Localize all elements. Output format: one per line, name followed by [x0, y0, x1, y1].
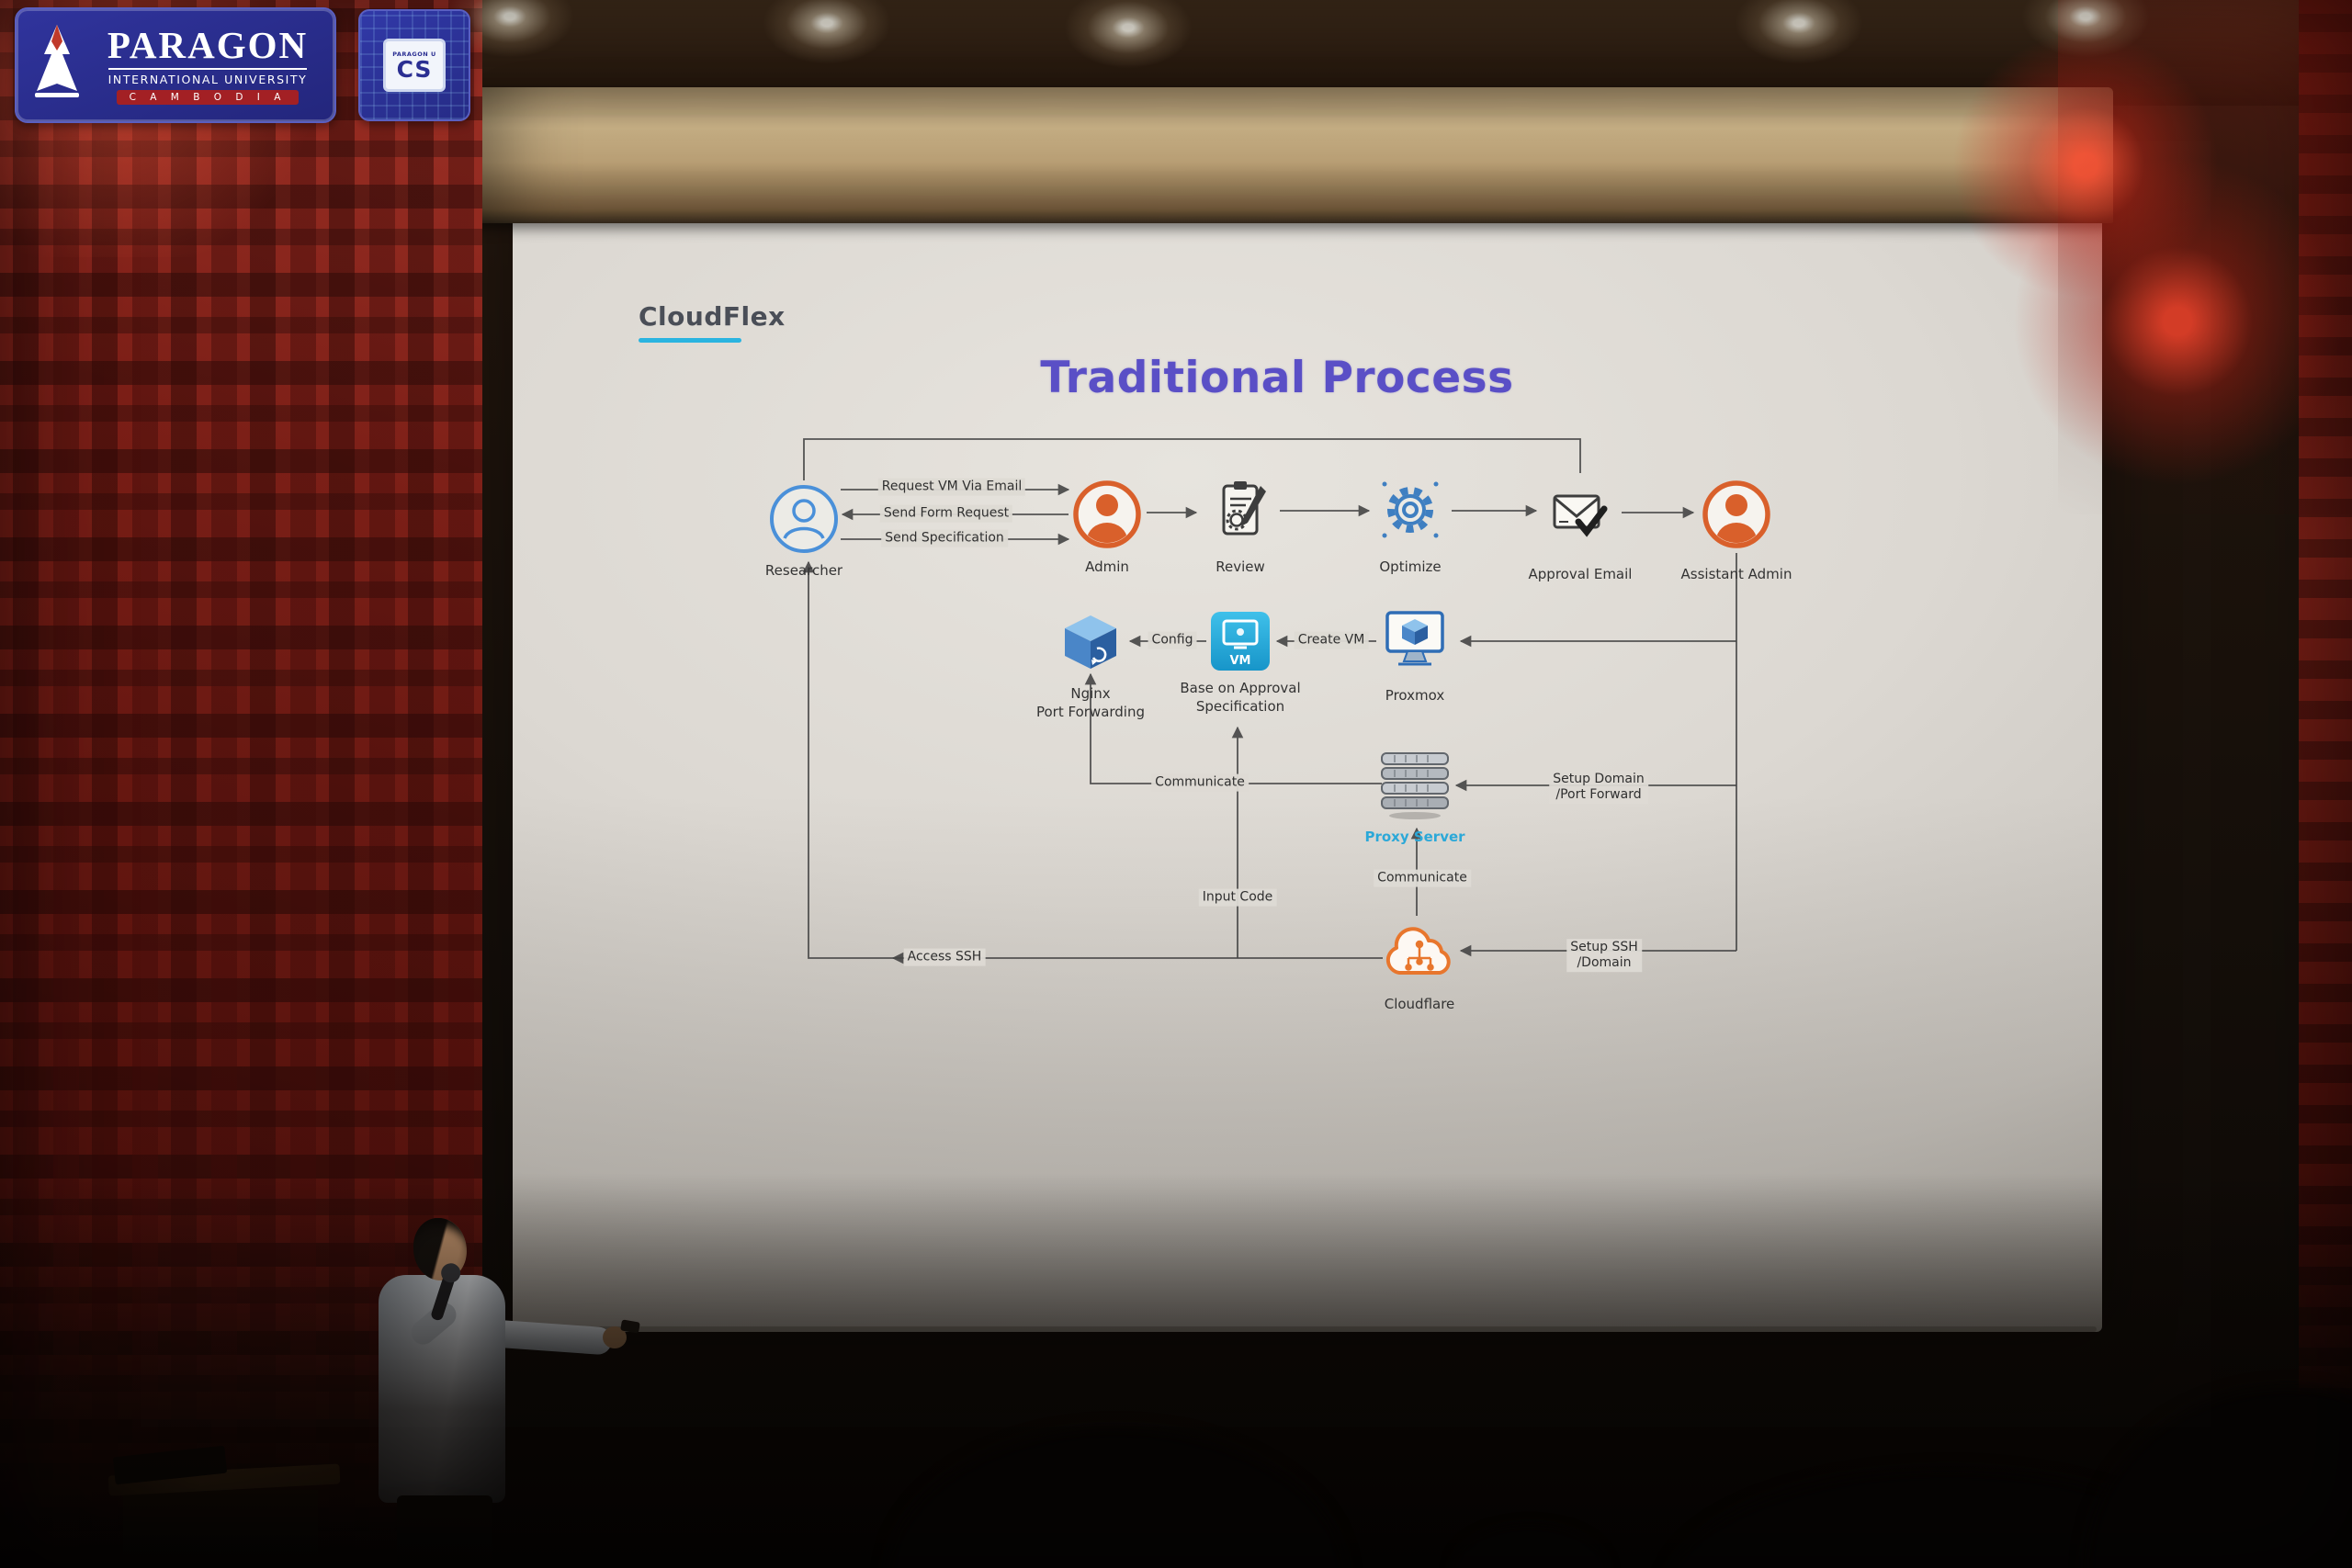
cloudflare-node — [1374, 916, 1465, 993]
vm-label: Base on Approval Specification — [1180, 680, 1301, 715]
edge-label-communicate-left: Communicate — [1151, 773, 1249, 792]
nginx-node — [1054, 606, 1127, 683]
cs-chip: PARAGON U CS — [383, 39, 446, 92]
edge-label-communicate-down: Communicate — [1374, 869, 1471, 887]
paragon-name: PARAGON — [107, 24, 309, 67]
approval-email-icon — [1553, 494, 1608, 537]
proxy-server-icon — [1381, 752, 1449, 819]
optimize-label: Optimize — [1379, 558, 1442, 575]
screen-housing — [473, 87, 2113, 223]
presenter-silhouette — [356, 1205, 650, 1568]
approval-email-label: Approval Email — [1528, 566, 1633, 582]
side-table — [107, 1445, 345, 1568]
assistant-admin-node — [1700, 478, 1773, 555]
table-front — [123, 1490, 318, 1565]
proxmox-monitor-icon — [1385, 611, 1444, 666]
right-wall — [2299, 0, 2352, 1568]
presenter-legs — [397, 1495, 492, 1568]
paragon-emblem-icon — [35, 25, 79, 97]
audience-silhouette — [887, 1428, 1346, 1568]
assistant-admin-label: Assistant Admin — [1680, 566, 1792, 582]
projector-screen: CloudFlex Traditional Process — [513, 138, 2102, 1332]
proxmox-label: Proxmox — [1385, 687, 1445, 704]
optimize-gear-icon — [1382, 481, 1439, 538]
proxy-server-node — [1371, 744, 1459, 829]
cloudflare-label: Cloudflare — [1384, 996, 1455, 1012]
paragon-university-logo: PARAGON INTERNATIONAL UNIVERSITY C A M B… — [15, 7, 336, 123]
researcher-icon — [770, 485, 838, 553]
review-node — [1204, 473, 1277, 550]
audience-silhouette — [1452, 1525, 1608, 1568]
proxmox-node — [1378, 604, 1452, 681]
edge-label-create-vm: Create VM — [1294, 631, 1369, 649]
review-label: Review — [1216, 558, 1265, 575]
admin-node — [1070, 478, 1144, 555]
vm-box-icon: VM — [1211, 612, 1270, 671]
edge-label-send-form: Send Form Request — [879, 504, 1013, 523]
researcher-node — [767, 482, 841, 559]
diagram-connectors — [802, 438, 1737, 964]
edge-label-access-ssh: Access SSH — [903, 948, 986, 966]
paragon-cs-logo: PARAGON U CS — [358, 9, 470, 121]
researcher-label: Researcher — [764, 562, 843, 579]
cloudflare-cloud-icon — [1385, 927, 1451, 975]
paragon-subtitle: INTERNATIONAL UNIVERSITY — [107, 67, 308, 86]
slide: CloudFlex Traditional Process — [551, 220, 2067, 1084]
paragon-country: C A M B O D I A — [116, 89, 300, 105]
vm-node: VM — [1204, 604, 1277, 682]
edge-label-request-vm: Request VM Via Email — [877, 478, 1026, 496]
edge-label-setup-ssh: Setup SSH /Domain — [1566, 939, 1642, 972]
edge-label-send-spec: Send Specification — [881, 529, 1008, 547]
admin-label: Admin — [1085, 558, 1129, 575]
proxy-server-label: Proxy Server — [1364, 829, 1465, 845]
edge-label-config: Config — [1148, 631, 1197, 649]
optimize-node — [1374, 473, 1447, 550]
cs-label: CS — [396, 55, 433, 83]
admin-icon — [1073, 480, 1141, 548]
assistant-admin-icon — [1702, 480, 1770, 548]
nginx-label: Nginx Port Forwarding — [1035, 685, 1146, 720]
review-clipboard-icon — [1222, 481, 1266, 536]
paragon-logo-text: PARAGON INTERNATIONAL UNIVERSITY C A M B… — [90, 24, 325, 105]
approval-email-node — [1544, 476, 1617, 553]
nginx-cube-icon — [1065, 615, 1116, 669]
vm-badge-text: VM — [1230, 654, 1251, 668]
edge-label-input-code: Input Code — [1198, 888, 1277, 907]
audience-silhouette — [2086, 1387, 2352, 1568]
edge-label-setup-domain: Setup Domain /Port Forward — [1549, 771, 1648, 804]
